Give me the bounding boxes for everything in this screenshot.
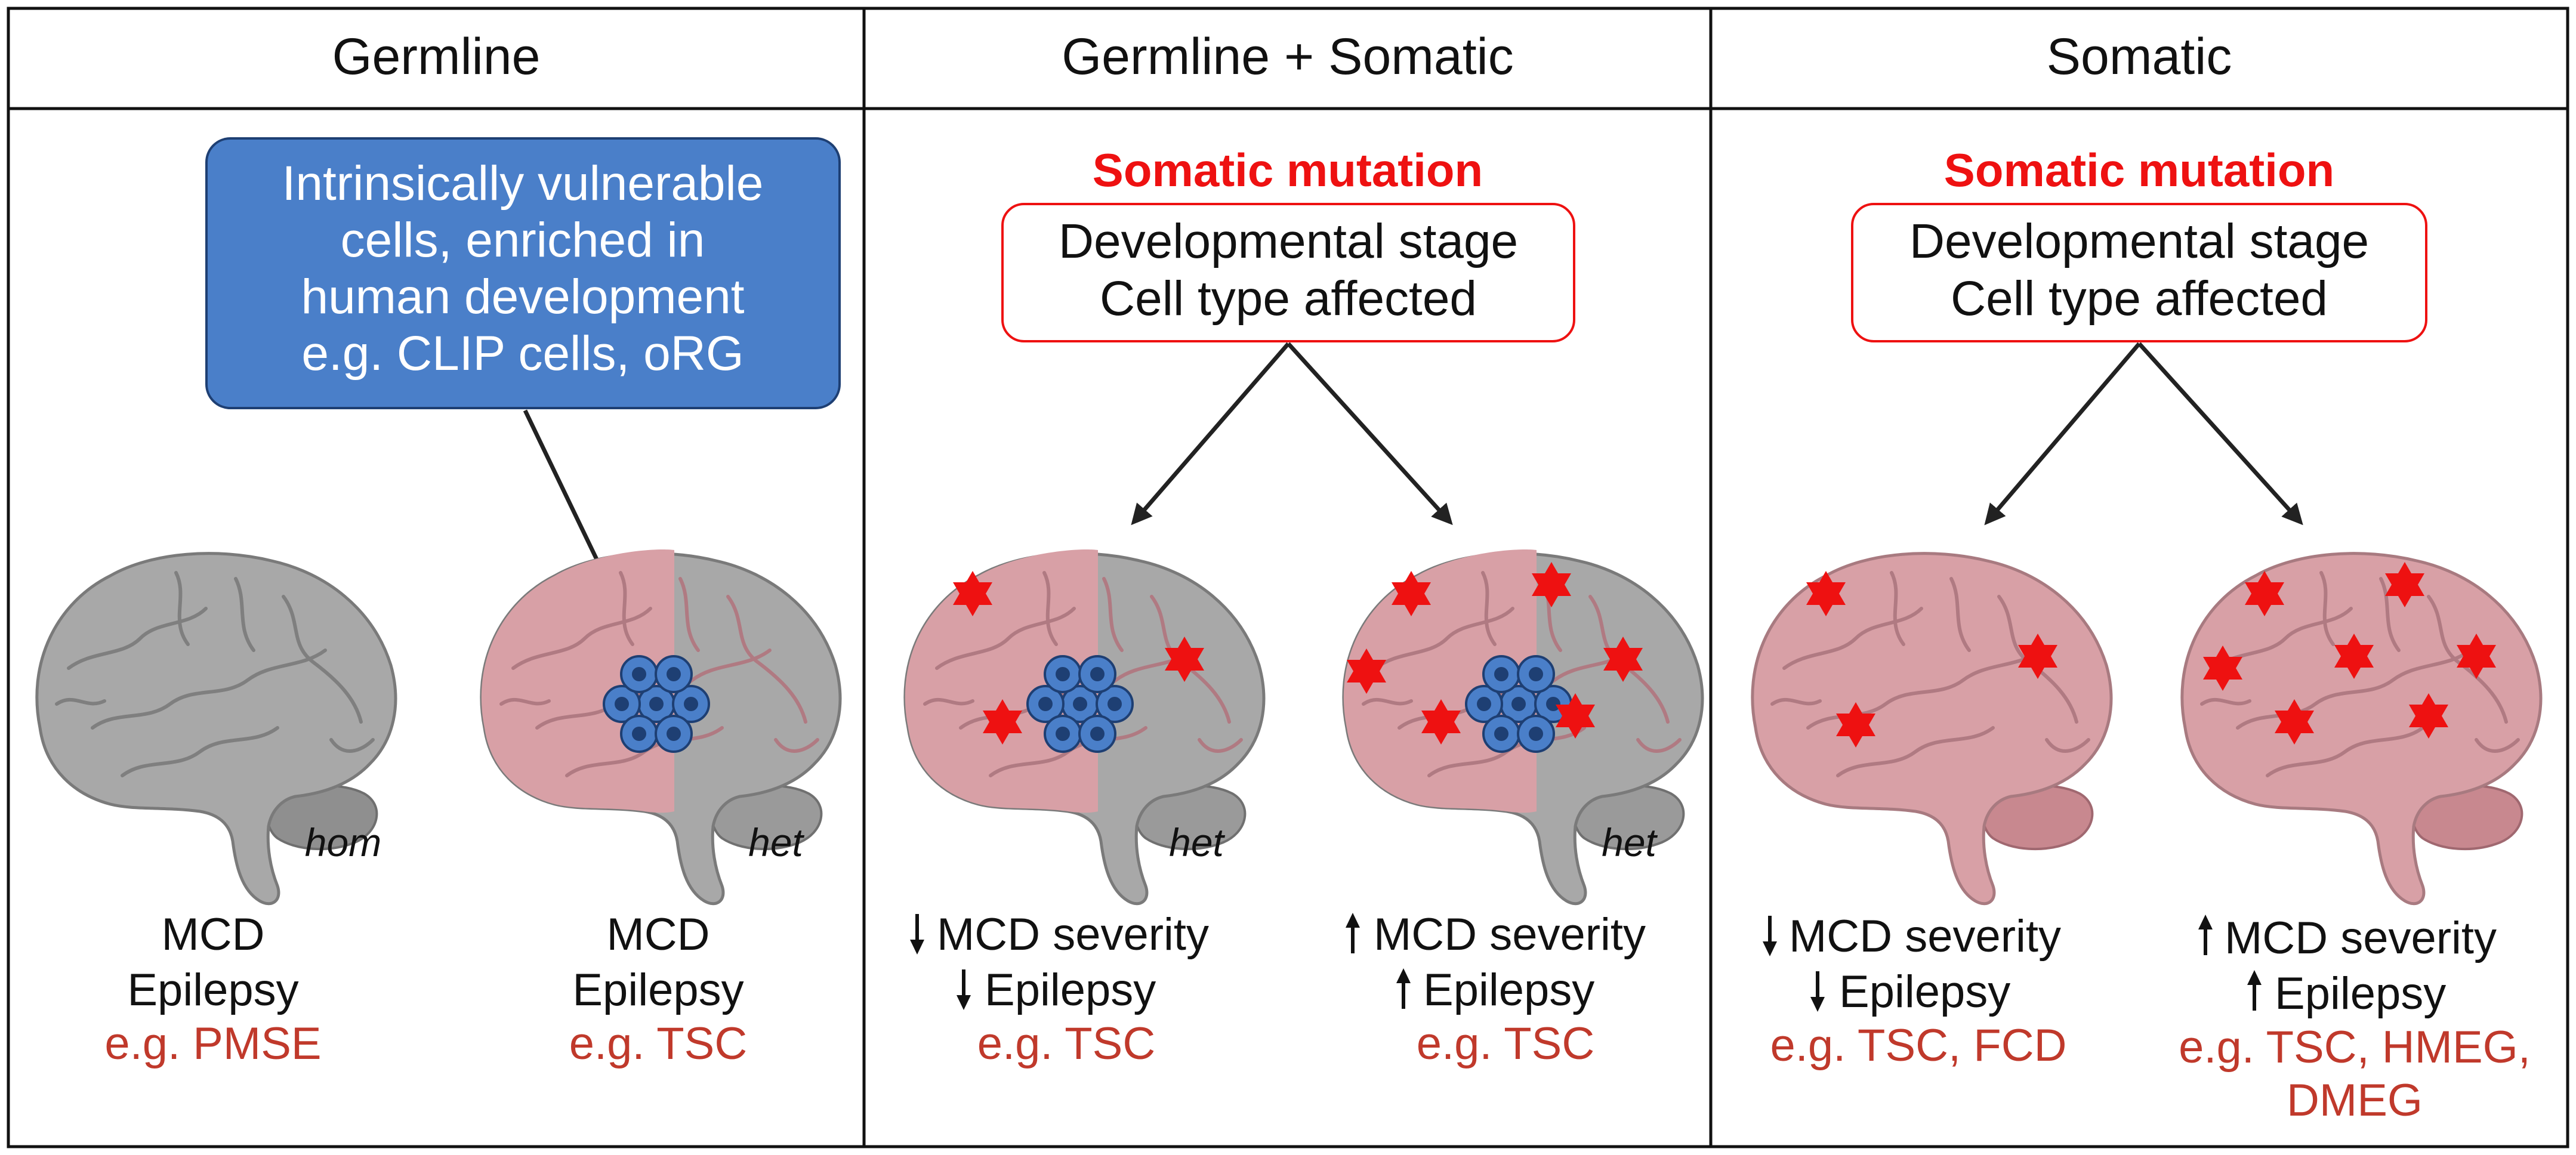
trend-down-arrow [1810,971,1825,1012]
trend-up-arrow [1396,968,1411,1009]
frame [7,7,2569,1148]
outcome-line2-1: Epilepsy [572,965,744,1015]
arrow-col2-right [1287,342,1453,526]
trend-up-arrow [2247,970,2262,1011]
celltype-line-col2: Cell type affected [1100,271,1477,326]
somatic-box-col3: Somatic mutation Developmental stage Cel… [1851,144,2427,342]
trend-down-arrow [1763,916,1777,956]
somatic-box-col2: Somatic mutation Developmental stage Cel… [1001,144,1575,342]
outcome-line1-5: MCD severity [2225,913,2497,963]
example-line1-0: e.g. PMSE [104,1018,321,1069]
brain-somatic-fewer [1753,554,2111,904]
callout-line-1: Intrinsically vulnerable [282,156,764,211]
callout-line-4: e.g. CLIP cells, oRG [301,326,744,381]
header-germline-somatic: Germline + Somatic [1062,28,1514,85]
outcome-line1-3: MCD severity [1374,909,1646,960]
stage-line-col3: Developmental stage [1909,214,2369,268]
outcome-line2-2: Epilepsy [985,965,1156,1015]
example-line1-5: e.g. TSC, HMEG, [2179,1022,2531,1073]
trend-down-arrow [910,914,924,955]
trend-down-arrow [957,969,971,1010]
vulnerable-cells-callout: Intrinsically vulnerable cells, enriched… [205,137,841,409]
example-line1-2: e.g. TSC [977,1018,1156,1069]
outcome-line2-3: Epilepsy [1423,965,1594,1015]
genotype-label-3: het [1602,820,1658,864]
example-line1-4: e.g. TSC, FCD [1770,1020,2067,1071]
arrow-col3-right [2137,342,2303,526]
genotype-label-0: hom [305,820,381,864]
callout-line-3: human development [301,270,744,324]
genotype-label-2: het [1169,820,1225,864]
arrow-col2-left [1131,342,1290,526]
trend-up-arrow [1346,913,1360,953]
arrow-col3-left [1984,342,2141,526]
outcome-line1-2: MCD severity [937,909,1209,960]
outcome-line2-4: Epilepsy [1839,966,2010,1017]
outcome-line1-4: MCD severity [1789,911,2061,962]
somatic-title-col3: Somatic mutation [1944,144,2334,196]
callout-line-2: cells, enriched in [341,213,705,267]
trend-up-arrow [2198,915,2213,955]
somatic-title-col2: Somatic mutation [1093,144,1483,196]
outcome-line2-0: Epilepsy [127,965,298,1015]
header-somatic: Somatic [2047,28,2232,85]
outcome-line1-0: MCD [161,909,264,960]
example-line1-3: e.g. TSC [1417,1018,1595,1069]
brain-somatic-more [2182,554,2541,904]
stage-line-col2: Developmental stage [1059,214,1518,268]
outcome-line1-1: MCD [606,909,709,960]
example-line1-1: e.g. TSC [569,1018,748,1069]
genotype-label-1: het [748,820,804,864]
example-line2-5: DMEG [2287,1075,2423,1126]
header-germline: Germline [332,28,541,85]
celltype-line-col3: Cell type affected [1951,271,2328,326]
outcome-line2-5: Epilepsy [2275,968,2446,1019]
